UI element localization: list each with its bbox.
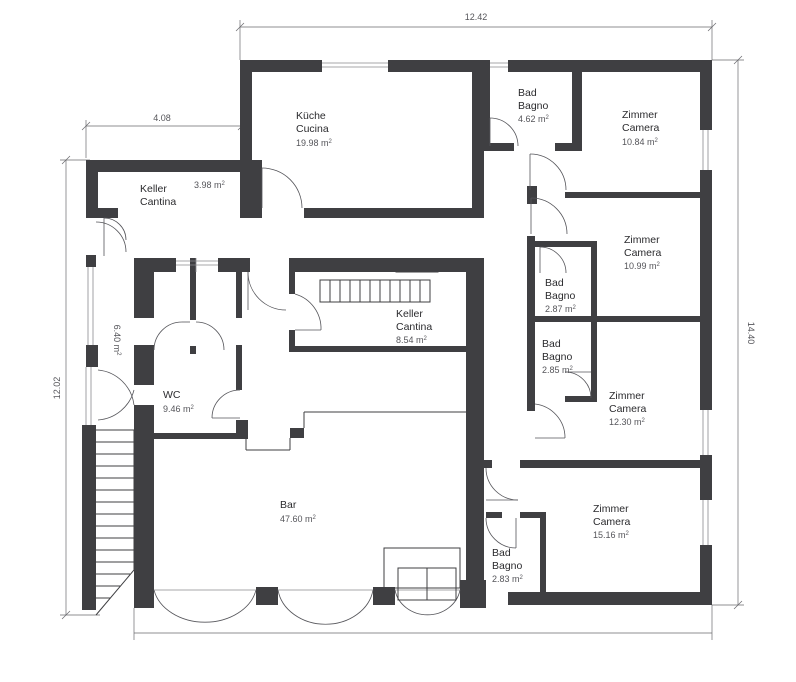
- svg-text:10.99 m2: 10.99 m2: [624, 261, 661, 271]
- svg-text:Zimmer: Zimmer: [624, 234, 660, 246]
- svg-text:Camera: Camera: [622, 122, 660, 134]
- svg-text:9.46 m2: 9.46 m2: [163, 404, 195, 414]
- room-label-bar: Bar 47.60 m2: [280, 499, 317, 524]
- svg-text:8.54 m2: 8.54 m2: [396, 335, 428, 345]
- svg-text:Bad: Bad: [518, 87, 537, 99]
- dimension-lines: [60, 20, 744, 640]
- outer-walls: [82, 60, 712, 610]
- svg-text:3.98 m2: 3.98 m2: [194, 180, 226, 190]
- stairs-keller: [319, 279, 431, 303]
- room-label-zimmer4: Zimmer Camera 15.16 m2: [593, 503, 631, 540]
- room-label-zimmer3: Zimmer Camera 12.30 m2: [609, 390, 647, 427]
- svg-text:Camera: Camera: [609, 403, 647, 415]
- stairs-outside: [95, 429, 135, 616]
- svg-text:Cucina: Cucina: [296, 123, 329, 135]
- svg-text:Zimmer: Zimmer: [622, 109, 658, 121]
- svg-text:Zimmer: Zimmer: [593, 503, 629, 515]
- room-label-keller1: Keller Cantina 3.98 m2: [140, 180, 226, 208]
- doors: [85, 117, 592, 625]
- svg-text:15.16 m2: 15.16 m2: [593, 530, 630, 540]
- svg-text:Keller: Keller: [396, 308, 423, 320]
- thin-lines: [176, 258, 466, 589]
- svg-text:Bagno: Bagno: [542, 351, 573, 363]
- room-label-bad4: Bad Bagno 2.83 m2: [492, 547, 524, 584]
- svg-text:2.83 m2: 2.83 m2: [492, 574, 524, 584]
- svg-text:47.60 m2: 47.60 m2: [280, 514, 317, 524]
- svg-text:WC: WC: [163, 389, 181, 401]
- dim-total-width: 12.42: [465, 12, 488, 22]
- svg-text:Küche: Küche: [296, 110, 326, 122]
- room-label-bad2: Bad Bagno 2.87 m2: [545, 277, 577, 314]
- svg-text:Bagno: Bagno: [518, 100, 549, 112]
- svg-text:Camera: Camera: [624, 247, 662, 259]
- room-label-keller2: Keller Cantina 8.54 m2: [396, 308, 432, 345]
- dim-corridor-length: 6.40 m2: [112, 325, 122, 357]
- dim-total-height: 14.40: [746, 322, 756, 345]
- svg-text:2.85 m2: 2.85 m2: [542, 365, 574, 375]
- room-label-bad3: Bad Bagno 2.85 m2: [542, 338, 574, 375]
- room-label-zimmer2: Zimmer Camera 10.99 m2: [624, 234, 662, 271]
- svg-text:Bagno: Bagno: [545, 290, 576, 302]
- svg-text:Bagno: Bagno: [492, 560, 523, 572]
- svg-text:Keller: Keller: [140, 183, 167, 195]
- top-windows: [87, 62, 709, 545]
- room-label-kueche: Küche Cucina 19.98 m2: [296, 110, 333, 148]
- dim-left-height: 12.02: [52, 377, 62, 400]
- room-label-bad1: Bad Bagno 4.62 m2: [518, 87, 550, 124]
- svg-text:Zimmer: Zimmer: [609, 390, 645, 402]
- room-label-zimmer1: Zimmer Camera 10.84 m2: [622, 109, 660, 147]
- svg-text:Cantina: Cantina: [140, 196, 176, 208]
- dim-upper-left-width: 4.08: [153, 113, 171, 123]
- svg-text:12.30 m2: 12.30 m2: [609, 417, 646, 427]
- svg-text:10.84 m2: 10.84 m2: [622, 137, 659, 147]
- svg-text:Cantina: Cantina: [396, 321, 432, 333]
- svg-text:Bar: Bar: [280, 499, 297, 511]
- svg-text:Camera: Camera: [593, 516, 631, 528]
- interior-walls: [98, 60, 700, 608]
- svg-text:2.87 m2: 2.87 m2: [545, 304, 577, 314]
- svg-text:4.62 m2: 4.62 m2: [518, 114, 550, 124]
- svg-text:19.98 m2: 19.98 m2: [296, 138, 333, 148]
- room-label-wc: WC 9.46 m2: [163, 389, 195, 414]
- svg-text:Bad: Bad: [545, 277, 564, 289]
- svg-text:Bad: Bad: [492, 547, 511, 559]
- svg-text:Bad: Bad: [542, 338, 561, 350]
